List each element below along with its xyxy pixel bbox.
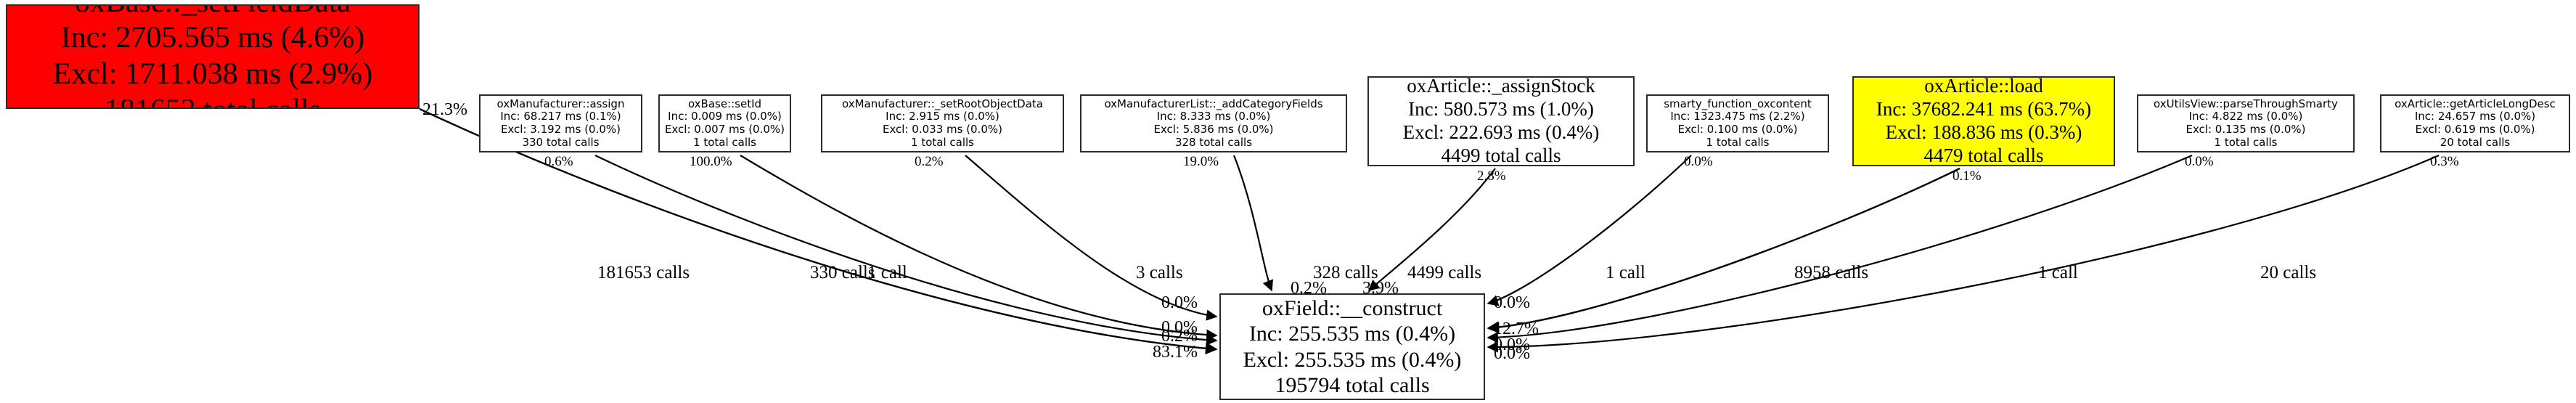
edge-label-src-pct-addcategoryfields: 19.0% <box>1183 154 1219 169</box>
edge-label-tgt-pct-top-right: 3.9% <box>1362 279 1399 298</box>
node-function-name: oxManufacturerList::_addCategoryFields <box>1104 97 1323 110</box>
node-total-calls: 1 total calls <box>2214 135 2278 149</box>
node-total-calls: 1 total calls <box>693 135 756 149</box>
node-inclusive-cost: Inc: 2705.565 ms (4.6%) <box>60 21 365 55</box>
node-inclusive-cost: Inc: 580.573 ms (1.0%) <box>1408 98 1594 121</box>
node-inclusive-cost: Inc: 0.009 ms (0.0%) <box>668 110 782 123</box>
edge-label-tgt-pct-r3: 0.0% <box>1494 335 1530 354</box>
node-exclusive-cost: Excl: 222.693 ms (0.4%) <box>1402 121 1600 143</box>
edge-label-calls-1-parse: 1 call <box>2038 263 2078 282</box>
edge-label-src-pct-assign: 0.6% <box>544 154 573 169</box>
node-function-name: oxArticle::_assignStock <box>1407 76 1595 97</box>
edge-getarticlelongdesc-to-construct <box>1487 154 2440 353</box>
node-exclusive-cost: Excl: 255.535 ms (0.4%) <box>1243 347 1462 372</box>
edge-label-calls-1-setid: 1 call <box>867 263 907 282</box>
node-inclusive-cost: Inc: 1323.475 ms (2.2%) <box>1670 110 1805 123</box>
edge-label-tgt-pct-l4: 83.1% <box>1153 343 1198 362</box>
edge-label-calls-20: 20 calls <box>2260 263 2317 282</box>
edge-label-src-pct-parsethroughsmarty: 0.0% <box>2185 154 2214 169</box>
edge-label-tgt-pct-l3: 0.2% <box>1161 327 1198 346</box>
node-total-calls: 4479 total calls <box>1923 144 2044 166</box>
node-exclusive-cost: Excl: 0.007 ms (0.0%) <box>664 123 785 136</box>
node-function-name: oxArticle::getArticleLongDesc <box>2395 97 2556 110</box>
node-total-calls: 330 total calls <box>522 135 600 149</box>
node-exclusive-cost: Excl: 0.619 ms (0.0%) <box>2415 123 2535 136</box>
node-exclusive-cost: Excl: 0.033 ms (0.0%) <box>882 123 1003 136</box>
node-function-name: oxBase::_setFieldData <box>75 6 351 20</box>
node-inclusive-cost: Inc: 2.915 ms (0.0%) <box>886 110 999 123</box>
node-inclusive-cost: Inc: 37682.241 ms (63.7%) <box>1876 98 2092 121</box>
node-inclusive-cost: Inc: 24.657 ms (0.0%) <box>2414 110 2536 123</box>
node-inclusive-cost: Inc: 4.822 ms (0.0%) <box>2188 110 2303 123</box>
graph-node-oxbase-setfielddata[interactable]: oxBase::_setFieldDataInc: 2705.565 ms (4… <box>6 4 420 109</box>
node-inclusive-cost: Inc: 8.333 ms (0.0%) <box>1156 110 1271 123</box>
node-exclusive-cost: Excl: 0.135 ms (0.0%) <box>2185 123 2306 136</box>
node-function-name: oxArticle::load <box>1924 76 2043 97</box>
node-total-calls: 4499 total calls <box>1441 144 1561 166</box>
edge-assign-to-construct <box>594 155 1218 346</box>
node-inclusive-cost: Inc: 68.217 ms (0.1%) <box>500 110 621 123</box>
edge-label-tgt-pct-r2: 12.7% <box>1494 319 1539 338</box>
edge-label-calls-3: 3 calls <box>1136 263 1183 282</box>
edge-label-tgt-pct-l2: 0.0% <box>1161 318 1198 337</box>
edge-label-src-pct-oxcontent: 0.0% <box>1684 154 1713 169</box>
edge-label-calls-330: 330 calls <box>810 263 875 282</box>
edge-label-src-pct-load: 0.1% <box>1953 168 1982 184</box>
edge-setrootobjectdata-to-construct <box>965 155 1218 321</box>
edge-label-calls-1-oxcontent: 1 call <box>1606 263 1645 282</box>
edge-label-tgt-pct-l1: 0.0% <box>1161 293 1198 312</box>
node-function-name: oxBase::setId <box>687 97 762 110</box>
edge-label-calls-181653: 181653 calls <box>597 263 690 282</box>
edge-addcategoryfields-to-construct <box>1232 155 1274 292</box>
node-total-calls: 195794 total calls <box>1275 373 1430 397</box>
edge-label-calls-328: 328 calls <box>1313 263 1378 282</box>
edge-label-src-pct-setfielddata: 21.3% <box>422 100 467 119</box>
edge-oxcontent-to-construct <box>1487 155 1692 306</box>
node-exclusive-cost: Excl: 0.100 ms (0.0%) <box>1677 123 1798 136</box>
node-total-calls: 1 total calls <box>1706 135 1770 149</box>
node-total-calls: 1 total calls <box>911 135 974 149</box>
node-total-calls: 328 total calls <box>1174 135 1253 149</box>
node-exclusive-cost: Excl: 1711.038 ms (2.9%) <box>52 57 373 91</box>
edge-setid-to-construct <box>740 155 1218 341</box>
node-function-name: smarty_function_oxcontent <box>1664 97 1812 110</box>
edge-parsethroughsmarty-to-construct <box>1487 154 2193 343</box>
node-exclusive-cost: Excl: 188.836 ms (0.3%) <box>1885 121 2082 143</box>
edge-assignstock-to-construct <box>1367 168 1496 292</box>
node-inclusive-cost: Inc: 255.535 ms (0.4%) <box>1248 322 1456 346</box>
edge-label-tgt-pct-top-left: 0.2% <box>1291 279 1327 298</box>
node-exclusive-cost: Excl: 3.192 ms (0.0%) <box>500 123 621 136</box>
edge-load-to-construct <box>1487 167 1960 334</box>
edge-label-src-pct-assignstock: 2.8% <box>1477 168 1506 184</box>
edge-label-src-pct-getarticlelongdesc: 0.3% <box>2430 154 2459 169</box>
node-total-calls: 20 total calls <box>2440 135 2511 149</box>
edge-label-calls-4499: 4499 calls <box>1407 263 1482 282</box>
edge-label-calls-8958: 8958 calls <box>1794 263 1869 282</box>
edge-label-src-pct-setid: 100.0% <box>690 154 732 169</box>
node-exclusive-cost: Excl: 5.836 ms (0.0%) <box>1153 123 1274 136</box>
edge-label-src-pct-setrootobjectdata: 0.2% <box>915 154 944 169</box>
node-function-name: oxField::__construct <box>1262 296 1443 320</box>
edge-setfielddata-to-construct <box>419 107 1218 355</box>
node-function-name: oxManufacturer::_setRootObjectData <box>841 97 1043 110</box>
node-function-name: oxManufacturer::assign <box>496 97 625 110</box>
node-total-calls: 181653 total calls <box>105 93 322 107</box>
edge-label-tgt-pct-r4: 0.0% <box>1494 344 1530 363</box>
node-function-name: oxUtilsView::parseThroughSmarty <box>2154 97 2338 110</box>
edge-label-tgt-pct-r1: 0.0% <box>1494 293 1530 312</box>
